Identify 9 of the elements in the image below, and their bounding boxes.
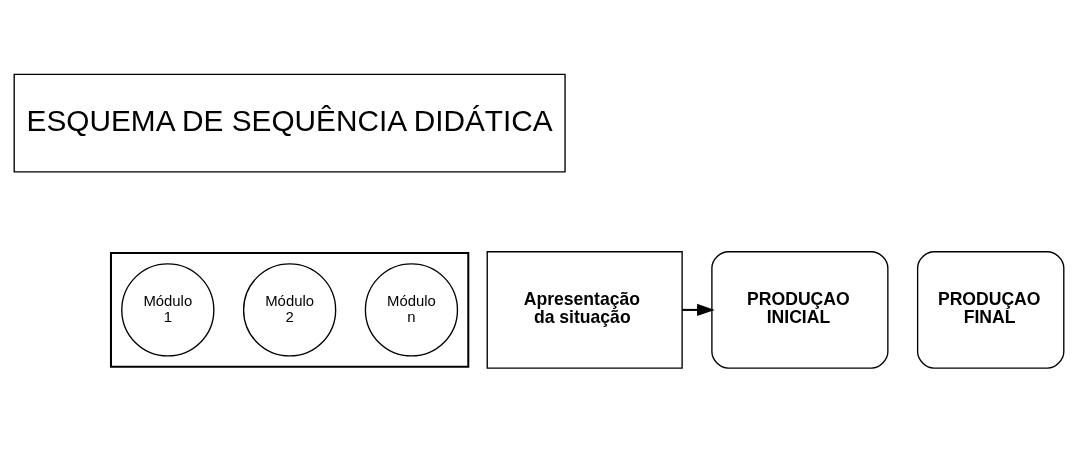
node-box: ESQUEMA DE SEQUÊNCIA DIDÁTICA (13, 73, 566, 173)
cluster (109, 252, 470, 368)
arrow (682, 303, 715, 317)
node-circle: Módulo n (364, 263, 459, 357)
node-box: PRODUÇAO FINAL (916, 251, 1065, 369)
node-circle: Módulo 1 (121, 263, 215, 357)
node-circle: Módulo 2 (242, 263, 337, 357)
node-box: Apresentação da situação (486, 251, 683, 369)
node-box: PRODUÇAO INICIAL (711, 251, 889, 369)
